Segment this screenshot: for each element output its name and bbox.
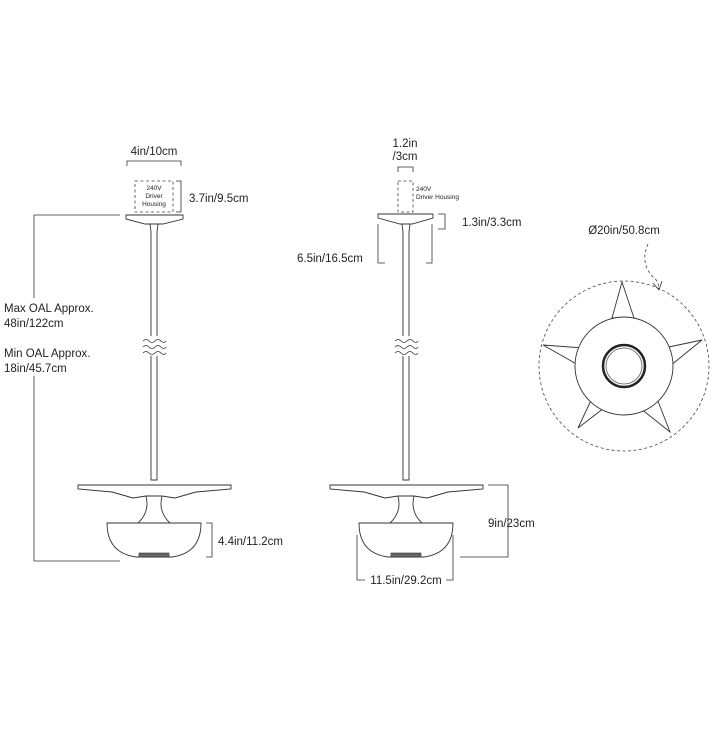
side-bowl-width-label: 11.5in/29.2cm [370,575,441,587]
side-neck [388,495,424,524]
top-view: Ø20in/50.8cm [538,225,710,452]
side-head-height-label: 9in/23cm [488,518,535,530]
front-reflector-fins [111,491,197,499]
front-canopy-width-bracket [126,160,182,166]
front-max-oal-label-1: Max OAL Approx. [4,303,94,315]
side-canopy-height-bracket [438,213,446,230]
top-outer-diameter-circle [538,280,710,452]
side-driver-width-bracket [397,166,414,172]
front-oal-bracket [33,214,120,562]
front-driver-housing-box [134,180,174,213]
side-break-symbol [394,339,419,355]
front-driver-label-1: 240V [146,185,162,192]
front-min-oal-label-2: 18in/45.7cm [4,363,67,375]
side-driver-width-label-2: /3cm [393,151,418,163]
side-bowl [358,522,454,558]
front-view: 4in/10cm 240V Driver Housing 3.7in/9.5cm… [2,146,283,562]
side-driver-width-label-1: 1.2in [393,138,418,150]
top-fin-1 [611,280,635,319]
side-view: 1.2in /3cm 240V Driver Housing 1.3in/3.3… [297,138,535,587]
front-canopy-width-label: 4in/10cm [131,146,178,158]
front-lens [138,552,170,558]
side-driver-label-1: 240V [416,186,432,193]
top-center-bowl-inner [605,347,643,385]
side-head-height-bracket [460,484,509,558]
front-max-oal-label-2: 48in/122cm [4,318,63,330]
front-bowl [106,522,202,558]
side-bowl-width-bracket [356,535,454,581]
front-bowl-height-bracket [206,522,213,558]
side-reflector-fins [363,491,449,499]
side-canopy-drop-bracket [377,224,433,264]
front-oal-label-mask [2,298,112,376]
front-bowl-height-label: 4.4in/11.2cm [218,536,283,548]
side-driver-housing-box [397,180,414,213]
front-driver-label-3: Housing [142,201,166,208]
front-break-mask [146,336,162,356]
side-driver-label-2: Driver Housing [416,194,459,201]
side-break-mask [398,336,414,356]
front-break-symbol [142,339,167,355]
side-canopy-drop-label: 6.5in/16.5cm [297,253,363,265]
top-diameter-leader [644,243,659,289]
side-canopy [377,213,434,225]
front-driver-height-bracket [176,180,182,213]
front-neck [136,495,172,524]
side-lens [390,552,422,558]
top-diameter-arrowhead [652,280,663,291]
top-diameter-label: Ø20in/50.8cm [588,225,660,237]
front-canopy [125,214,184,225]
side-canopy-height-label: 1.3in/3.3cm [462,217,521,229]
front-driver-height-label: 3.7in/9.5cm [189,193,248,205]
front-min-oal-label-1: Min OAL Approx. [4,348,91,360]
front-driver-label-2: Driver [145,193,163,200]
top-center-bowl [601,343,647,389]
